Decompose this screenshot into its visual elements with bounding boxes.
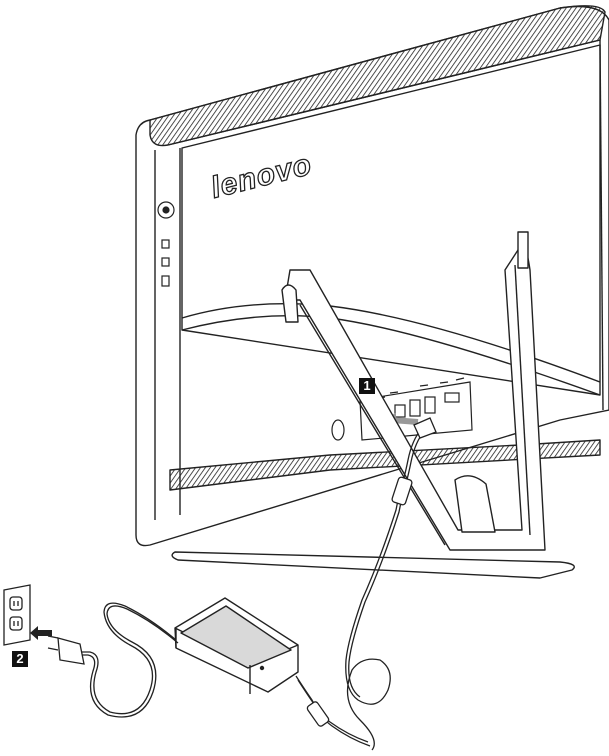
power-cord: [70, 602, 179, 718]
step-2-label: 2: [12, 651, 28, 667]
usb-port-icon: [424, 396, 436, 414]
hdmi-port-icon: [444, 392, 460, 403]
step-1-label: 1: [359, 378, 375, 394]
side-buttons: [157, 201, 175, 287]
wall-outlet-icon: [3, 584, 31, 646]
arrow-icon: [30, 626, 52, 640]
ac-adapter-icon: [174, 597, 299, 694]
dc-cable: [345, 417, 437, 751]
adapter-output-cable: [295, 675, 371, 747]
usb-port-icon: [409, 399, 421, 417]
usb-port-icon: [394, 404, 406, 418]
monitor-stand: [171, 231, 575, 579]
power-plug-icon: [47, 635, 85, 665]
